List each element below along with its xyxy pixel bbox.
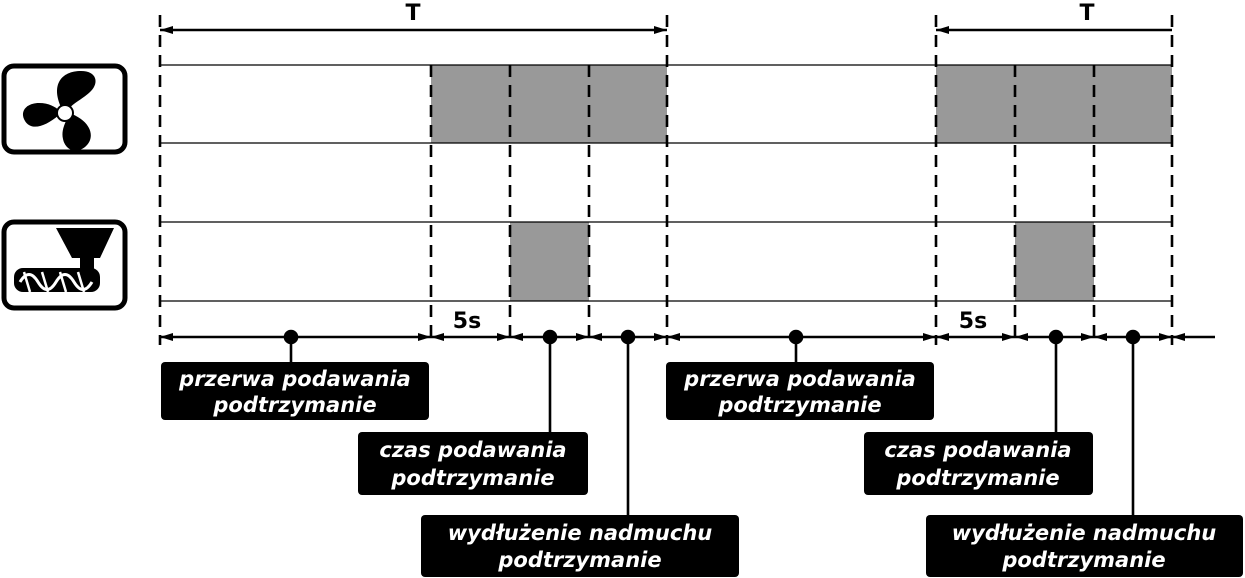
dashed-markers	[158, 15, 1174, 345]
svg-text:podtrzymanie: podtrzymanie	[717, 393, 881, 417]
svg-text:podtrzymanie: podtrzymanie	[497, 548, 661, 572]
period-label: T	[405, 1, 420, 26]
label-extension: wydłużenie nadmuchu podtrzymanie	[926, 515, 1243, 577]
svg-text:podtrzymanie: podtrzymanie	[895, 466, 1059, 490]
feeder-active-block	[510, 222, 589, 301]
duration-label: 5s	[453, 309, 481, 334]
feeder-screw-icon	[1, 219, 128, 311]
label-break: przerwa podawania podtrzymanie	[666, 362, 934, 420]
period-label: T	[1079, 1, 1094, 26]
leaders	[283, 329, 1141, 515]
label-feed: czas podawania podtrzymanie	[864, 432, 1093, 495]
svg-text:podtrzymanie: podtrzymanie	[212, 393, 376, 417]
label-feed: czas podawania podtrzymanie	[358, 432, 588, 495]
duration-label: 5s	[959, 309, 987, 334]
label-break: przerwa podawania podtrzymanie	[161, 362, 429, 420]
label-extension: wydłużenie nadmuchu podtrzymanie	[421, 515, 739, 577]
svg-text:przerwa podawania: przerwa podawania	[178, 367, 411, 391]
svg-text:wydłużenie nadmuchu: wydłużenie nadmuchu	[952, 521, 1216, 545]
period-arrows: T T	[160, 1, 1172, 34]
activity-blocks	[431, 65, 1172, 301]
svg-text:czas podawania: czas podawania	[379, 438, 566, 462]
feeder-active-block	[1015, 222, 1094, 301]
svg-text:przerwa podawania: przerwa podawania	[683, 367, 916, 391]
svg-text:czas podawania: czas podawania	[884, 438, 1071, 462]
svg-text:podtrzymanie: podtrzymanie	[390, 466, 554, 490]
fan-active-block	[431, 65, 667, 143]
fan-icon	[1, 63, 128, 155]
fan-active-block	[936, 65, 1172, 143]
svg-text:podtrzymanie: podtrzymanie	[1001, 548, 1165, 572]
svg-text:wydłużenie nadmuchu: wydłużenie nadmuchu	[448, 521, 712, 545]
